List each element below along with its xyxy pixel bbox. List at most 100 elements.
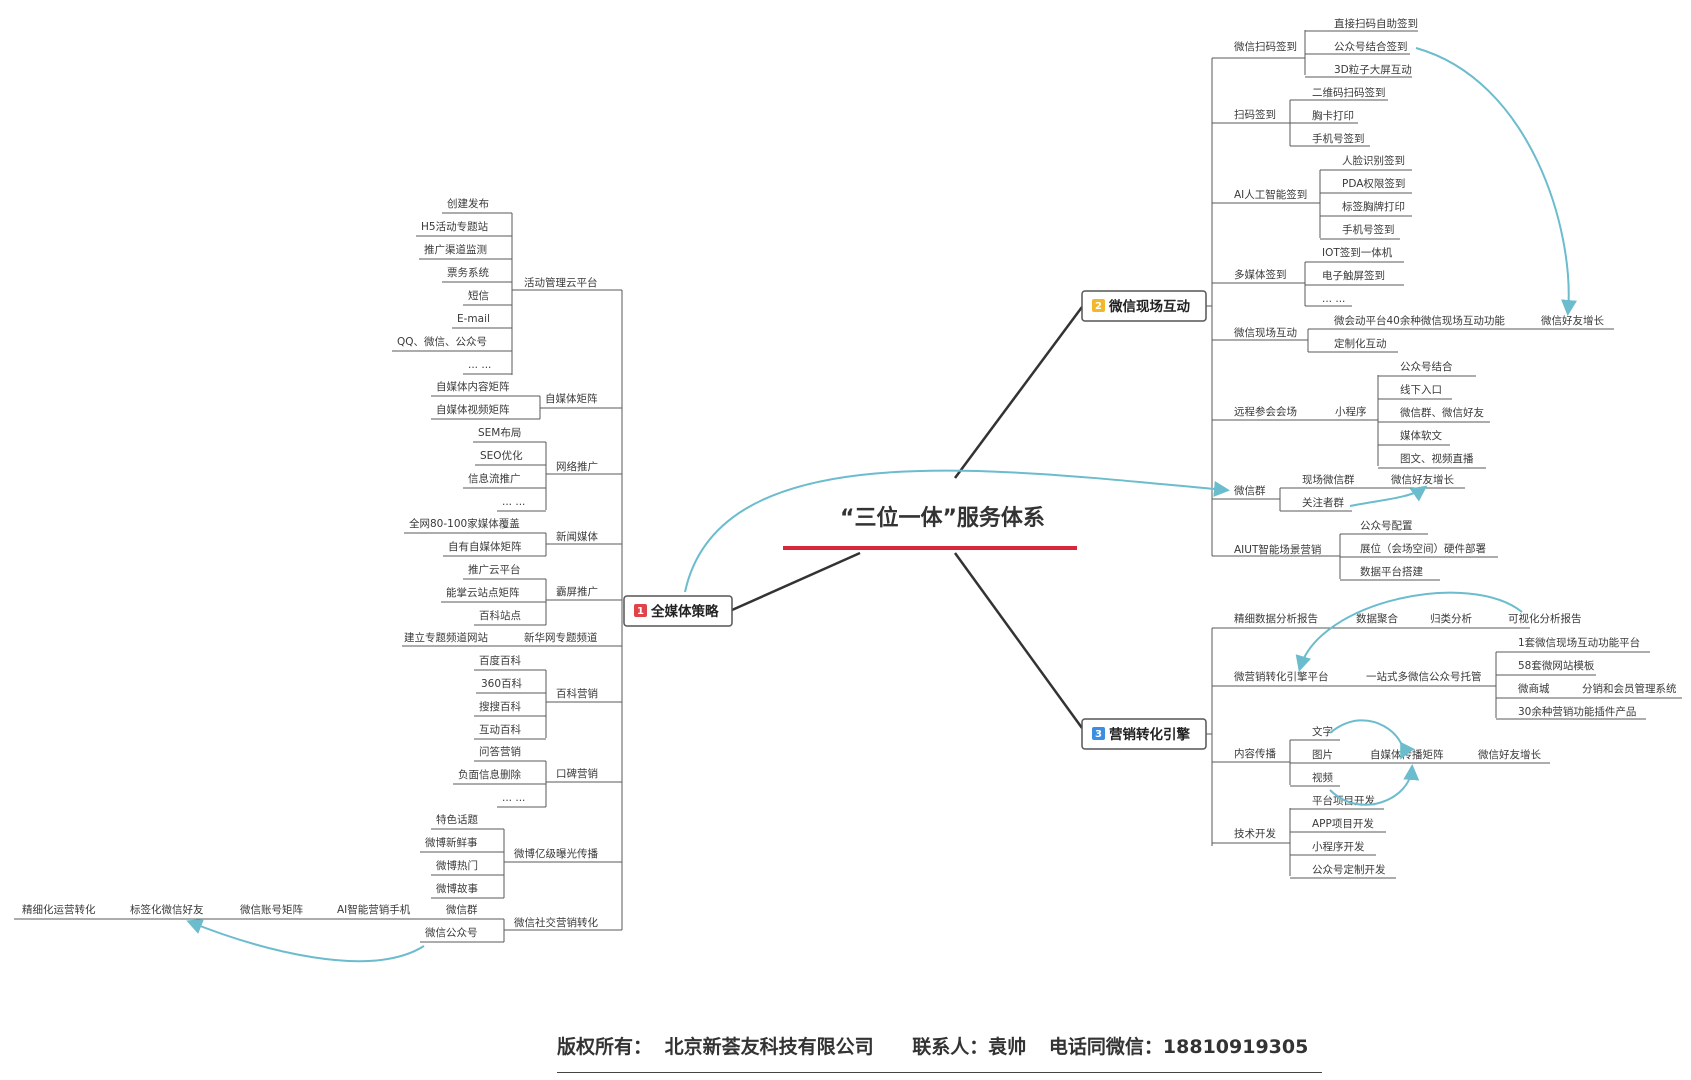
svg-text:问答营销: 问答营销 [479, 745, 521, 758]
left-group-5: 霸屏推广 推广云平台 能掌云站点矩阵 百科站点 [441, 563, 622, 626]
svg-text:微信好友增长: 微信好友增长 [1541, 314, 1604, 327]
svg-text:微信社交营销转化: 微信社交营销转化 [514, 916, 598, 929]
footer-phone: 电话同微信：18810919305 [1048, 1036, 1309, 1058]
svg-text:AI人工智能签到: AI人工智能签到 [1234, 188, 1307, 201]
svg-text:1: 1 [637, 606, 644, 617]
svg-text:自有自媒体矩阵: 自有自媒体矩阵 [448, 540, 522, 553]
svg-text:3D粒子大屏互动: 3D粒子大屏互动 [1334, 63, 1412, 76]
footer-company: 北京新荟友科技有限公司 [664, 1036, 874, 1058]
svg-text:全网80-100家媒体覆盖: 全网80-100家媒体覆盖 [409, 517, 520, 530]
right-bottom-report: 精细数据分析报告 数据聚合 归类分析 可视化分析报告 [1212, 612, 1582, 629]
svg-text:30余种营销功能插件产品: 30余种营销功能插件产品 [1518, 705, 1636, 718]
left-group-2: 自媒体矩阵 自媒体内容矩阵 自媒体视频矩阵 [431, 380, 622, 420]
svg-text:SEO优化: SEO优化 [480, 449, 523, 462]
footer-contact: 联系人：袁帅 [912, 1036, 1027, 1058]
right-group-4: 多媒体签到 IOT签到一体机 电子触屏签到 ... ... [1212, 246, 1404, 307]
svg-text:线下入口: 线下入口 [1400, 383, 1442, 396]
svg-text:微信公众号: 微信公众号 [425, 926, 478, 939]
svg-text:手机号签到: 手机号签到 [1342, 223, 1395, 236]
arrow-follower-to-growth [1349, 485, 1428, 507]
svg-text:扫码签到: 扫码签到 [1234, 108, 1276, 121]
svg-text:能掌云站点矩阵: 能掌云站点矩阵 [446, 586, 520, 599]
svg-text:推广渠道监测: 推广渠道监测 [424, 243, 487, 256]
svg-text:媒体软文: 媒体软文 [1400, 429, 1442, 442]
main-topic-1[interactable]: 1 全媒体策略 [623, 595, 733, 627]
svg-text:电子触屏签到: 电子触屏签到 [1322, 269, 1385, 282]
svg-text:精细化运营转化: 精细化运营转化 [22, 903, 96, 916]
svg-text:标签化微信好友: 标签化微信好友 [130, 903, 204, 916]
svg-text:定制化互动: 定制化互动 [1334, 337, 1387, 350]
svg-text:归类分析: 归类分析 [1430, 612, 1472, 625]
svg-text:图片: 图片 [1312, 748, 1333, 761]
main-topic-3[interactable]: 3 营销转化引擎 [1081, 718, 1207, 750]
svg-text:现场微信群: 现场微信群 [1302, 473, 1355, 486]
svg-text:小程序开发: 小程序开发 [1312, 840, 1365, 853]
svg-text:百科站点: 百科站点 [479, 609, 521, 622]
right-group-7: 微信群 现场微信群 关注者群 微信好友增长 [1212, 473, 1465, 512]
svg-text:AIUT智能场景营销: AIUT智能场景营销 [1234, 543, 1321, 556]
left-group-3: 网络推广 SEM布局 SEO优化 信息流推广 ... ... [463, 427, 622, 512]
arrow-video-to-matrix [1329, 764, 1420, 806]
svg-text:百科营销: 百科营销 [556, 687, 598, 700]
svg-text:公众号结合: 公众号结合 [1400, 360, 1453, 373]
svg-text:关注者群: 关注者群 [1302, 496, 1344, 509]
svg-text:H5活动专题站: H5活动专题站 [421, 220, 489, 233]
svg-text:3: 3 [1095, 729, 1102, 740]
svg-text:精细数据分析报告: 精细数据分析报告 [1234, 612, 1318, 625]
svg-text:视频: 视频 [1312, 771, 1334, 784]
svg-text:口碑营销: 口碑营销 [556, 767, 598, 780]
svg-text:微信现场互动: 微信现场互动 [1108, 298, 1190, 315]
left-group-10: 微信社交营销转化 微信群 微信公众号 AI智能营销手机 微信账号矩阵 标签化微信… [14, 903, 622, 943]
trunk-3 [953, 552, 1084, 729]
arrow-content-to-matrix [1329, 719, 1415, 760]
svg-text:多媒体签到: 多媒体签到 [1234, 268, 1287, 281]
svg-text:内容传播: 内容传播 [1234, 747, 1276, 760]
svg-text:负面信息删除: 负面信息删除 [458, 768, 521, 781]
svg-text:技术开发: 技术开发 [1234, 827, 1276, 840]
svg-text:标签胸牌打印: 标签胸牌打印 [1342, 200, 1405, 213]
svg-text:58套微网站模板: 58套微网站模板 [1518, 659, 1595, 672]
svg-text:活动管理云平台: 活动管理云平台 [524, 276, 598, 289]
right-bottom-content: 内容传播 文字 图片 视频 自媒体传播矩阵 微信好友增长 [1212, 725, 1550, 787]
svg-text:新闻媒体: 新闻媒体 [556, 530, 598, 543]
svg-text:1套微信现场互动功能平台: 1套微信现场互动功能平台 [1518, 636, 1640, 649]
svg-text:微会动平台40余种微信现场互动功能: 微会动平台40余种微信现场互动功能 [1334, 314, 1505, 327]
right-group-5: 微信现场互动 微会动平台40余种微信现场互动功能 定制化互动 微信好友增长 [1212, 314, 1614, 353]
main-topic-2[interactable]: 2 微信现场互动 [1081, 290, 1207, 322]
arrow-signin-to-growth [1415, 47, 1577, 316]
svg-text:霸屏推广: 霸屏推广 [556, 585, 598, 598]
trunk-2 [953, 306, 1084, 479]
svg-text:数据平台搭建: 数据平台搭建 [1360, 565, 1423, 578]
svg-text:微信群: 微信群 [1234, 484, 1266, 497]
center-title: “三位一体”服务体系 [840, 505, 1045, 531]
svg-text:微信群: 微信群 [446, 903, 478, 916]
svg-text:搜搜百科: 搜搜百科 [479, 700, 521, 713]
svg-text:票务系统: 票务系统 [447, 266, 489, 279]
svg-text:自媒体传播矩阵: 自媒体传播矩阵 [1370, 748, 1444, 761]
footer: 版权所有： 北京新荟友科技有限公司 联系人：袁帅 电话同微信：188109193… [557, 1032, 1322, 1073]
svg-text:信息流推广: 信息流推广 [468, 472, 521, 485]
right-group-8: AIUT智能场景营销 公众号配置 展位（会场空间）硬件部署 数据平台搭建 [1212, 520, 1498, 581]
svg-text:远程参会会场: 远程参会会场 [1234, 405, 1297, 418]
svg-text:APP项目开发: APP项目开发 [1312, 817, 1374, 830]
svg-text:公众号定制开发: 公众号定制开发 [1312, 863, 1386, 876]
svg-text:微博新鲜事: 微博新鲜事 [425, 836, 478, 849]
svg-text:短信: 短信 [468, 289, 489, 302]
svg-text:AI智能营销手机: AI智能营销手机 [337, 903, 411, 916]
svg-text:QQ、微信、公众号: QQ、微信、公众号 [397, 335, 487, 348]
svg-text:文字: 文字 [1312, 725, 1333, 738]
svg-text:推广云平台: 推广云平台 [468, 563, 521, 576]
svg-text:... ...: ... ... [502, 792, 525, 804]
left-group-4: 新闻媒体 全网80-100家媒体覆盖 自有自媒体矩阵 [404, 517, 622, 557]
svg-text:新华网专题频道: 新华网专题频道 [524, 631, 598, 644]
right-bottom-tech: 技术开发 平台项目开发 APP项目开发 小程序开发 公众号定制开发 [1212, 794, 1396, 879]
right-bottom-platform: 微营销转化引擎平台 一站式多微信公众号托管 1套微信现场互动功能平台 58套微网… [1212, 636, 1682, 720]
svg-text:公众号配置: 公众号配置 [1360, 520, 1413, 532]
svg-text:E-mail: E-mail [457, 313, 490, 325]
right-group-3: AI人工智能签到 人脸识别签到 PDA权限签到 标签胸牌打印 手机号签到 [1212, 154, 1412, 240]
svg-text:... ...: ... ... [468, 359, 491, 371]
right-group-6: 远程参会会场 小程序 公众号结合 线下入口 微信群、微信好友 媒体软文 图文、视… [1212, 360, 1490, 469]
svg-text:... ...: ... ... [502, 496, 525, 508]
left-group-1: 活动管理云平台 创建发布 H5活动专题站 推广渠道监测 票务系统 短信 E-ma… [392, 197, 622, 375]
